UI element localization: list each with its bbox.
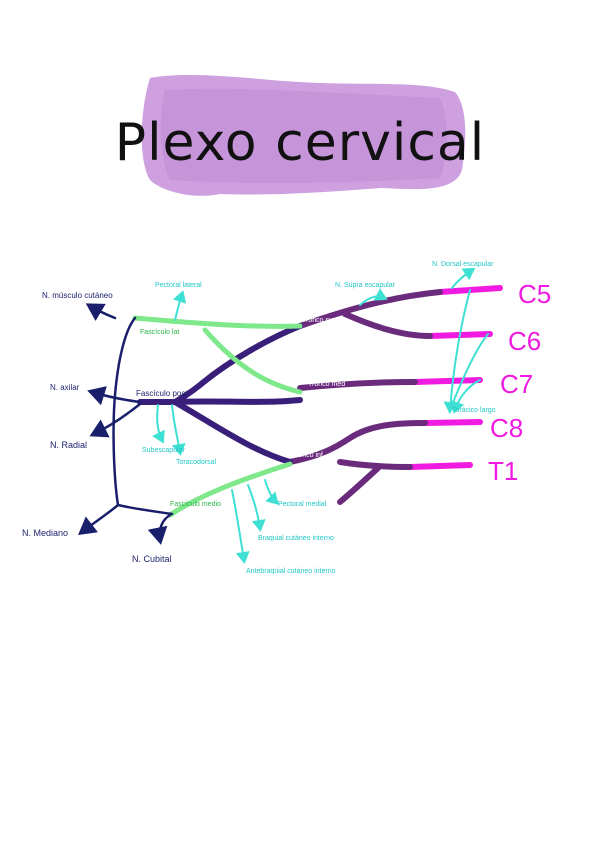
posterior-divisions [137, 323, 303, 465]
branch-subscapular-label: Subescapular [142, 447, 185, 454]
nerve-axillary-label: N. axilar [50, 383, 80, 392]
branch-dorsal-scapular-label: N. Dorsal escapular [432, 261, 494, 268]
root-c7-label: C7 [500, 369, 533, 399]
cords [132, 315, 303, 518]
branch-lateral-pectoral-label: Pectoral lateral [155, 282, 202, 289]
trunk-middle-label: Tronco med [308, 381, 345, 388]
nerve-median-label: N. Mediano [22, 528, 68, 538]
cord-posterior-label: Fascículo post [136, 389, 188, 398]
root-t1-label: T1 [488, 456, 518, 486]
branch-suprascapular-label: N. Supra escapular [335, 282, 396, 289]
root-c5-label: C5 [518, 279, 551, 309]
title-highlight [141, 74, 466, 196]
branch-thoracodorsal-label: Toracodorsal [176, 459, 217, 466]
nerve-musculocutaneous-label: N. músculo cutáneo [42, 291, 113, 300]
trunk-inferior-label: Tronco inf [292, 452, 323, 459]
cord-medial-label: Fascículo medio [170, 501, 221, 508]
page-title: Plexo cervical [115, 113, 485, 173]
branch-medial-antebrachial-cutaneous-label: Antebraquial cutáneo interno [246, 568, 336, 575]
terminal-nerves [78, 303, 174, 545]
trunk-superior-label: Tronco sup [302, 317, 337, 324]
trunks [287, 289, 443, 505]
branch-medial-brachial-cutaneous-label: Braquial cutáneo interno [258, 535, 334, 542]
nerve-radial-label: N. Radial [50, 440, 87, 450]
root-c8-label: C8 [490, 413, 523, 443]
root-c6-label: C6 [508, 326, 541, 356]
collateral-branches [152, 267, 489, 564]
branch-long-thoracic-label: Torácico largo [452, 407, 496, 414]
branch-medial-pectoral-label: Pectoral medial [278, 501, 327, 508]
nerve-ulnar-label: N. Cubital [132, 554, 172, 564]
cord-lateral-label: Fascículo lat [140, 329, 179, 336]
roots [407, 285, 503, 470]
